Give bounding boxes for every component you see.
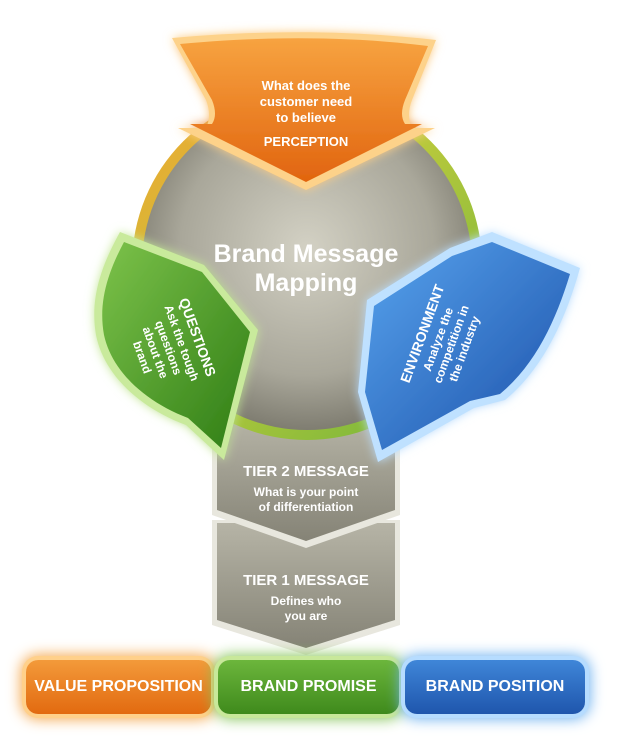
tier2-line1: What is your point	[254, 485, 359, 499]
perception-line1: What does the	[262, 78, 351, 93]
brand-promise-button[interactable]: BRAND PROMISE	[218, 660, 399, 714]
diagram-title-line2: Mapping	[255, 269, 358, 297]
brand-position-button[interactable]: BRAND POSITION	[405, 660, 585, 714]
tier2-line2: of differentiation	[259, 500, 354, 514]
tier1-line1: Defines who	[271, 594, 342, 608]
tier1-heading: TIER 1 MESSAGE	[243, 572, 369, 589]
tier1-line2: you are	[285, 609, 328, 623]
value-proposition-button[interactable]: VALUE PROPOSITION	[26, 660, 211, 714]
perception-line3: to believe	[276, 110, 336, 125]
tier2-heading: TIER 2 MESSAGE	[243, 463, 369, 480]
diagram-title-line1: Brand Message	[214, 240, 399, 268]
perception-heading: PERCEPTION	[264, 134, 349, 149]
perception-line2: customer need	[260, 94, 353, 109]
tier2-chevron	[212, 415, 400, 548]
tier1-chevron	[212, 520, 400, 655]
questions-arrow	[94, 232, 258, 460]
environment-arrow	[358, 232, 580, 462]
perception-arrow	[172, 32, 436, 190]
